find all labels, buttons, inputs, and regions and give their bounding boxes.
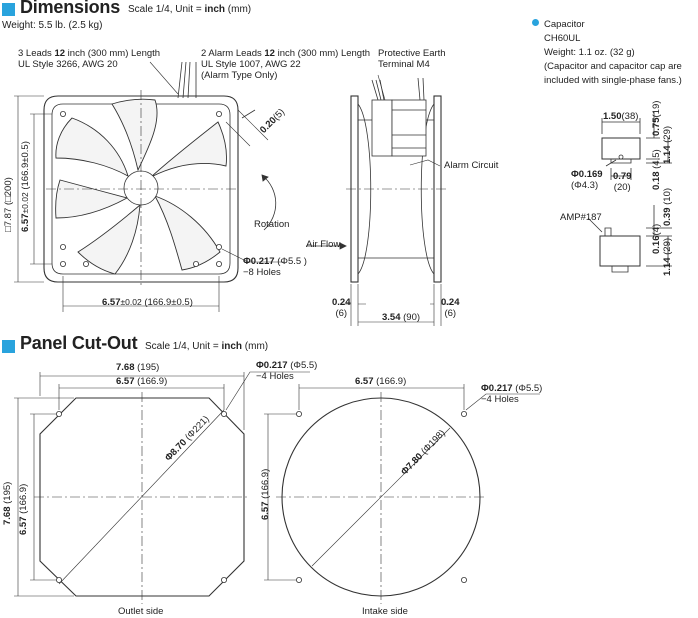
air-flow-label: Air Flow — [306, 239, 341, 250]
capacitor-cap-mid: 0.16(4) — [651, 223, 662, 254]
dimensions-scale-note: Scale 1/4, Unit = inch (mm) — [128, 4, 252, 15]
capacitor-amp-terminal: AMP#187 — [560, 212, 602, 223]
panel-scale-note: Scale 1/4, Unit = inch (mm) — [145, 341, 269, 352]
leads-label: 3 Leads 12 inch (300 mm) Length UL Style… — [18, 48, 161, 70]
panel-cutout-title: Panel Cut-Out — [20, 333, 138, 353]
outlet-outer-width: 7.68 (195) — [116, 362, 160, 373]
intake-height: 6.57 (166.9) — [260, 468, 271, 520]
capacitor-pitch: 0.79(20) — [613, 171, 632, 193]
front-dimension-lines — [14, 61, 284, 312]
side-inner-dimension: 6.57±0.02 (166.9±0.5) — [20, 141, 31, 232]
depth-dimension: 3.54 (90) — [382, 312, 421, 323]
outlet-inner-width: 6.57 (166.9) — [116, 376, 168, 387]
capacitor-tab: 0.18 (4.5) — [651, 149, 662, 190]
outlet-inner-height: 6.57 (166.9) — [18, 483, 29, 535]
fan-front-view — [43, 61, 277, 288]
capacitor-cap-total: 1.14 (29) — [662, 237, 673, 276]
fan-weight: Weight: 5.5 lb. (2.5 kg) — [2, 20, 103, 31]
capacitor-bullet-icon — [532, 19, 539, 26]
capacitor-info: Capacitor CH60UL Weight: 1.1 oz. (32 g) … — [544, 19, 682, 86]
side-dimension-lines — [340, 284, 452, 326]
side-outer-dimension: □7.87 (□200) — [3, 177, 14, 232]
capacitor-width: 1.50(38) — [603, 111, 639, 122]
intake-hole-dimension: Φ0.217 (Φ5.5)−4 Holes — [481, 383, 543, 405]
outlet-outer-height: 7.68 (195) — [2, 481, 13, 525]
outlet-hole-dimension: Φ0.217 (Φ5.5)−4 Holes — [256, 360, 318, 382]
protective-earth-label: Protective Earth Terminal M4 — [378, 48, 446, 70]
section-marker-icon — [2, 340, 15, 353]
capacitor-drawing — [587, 112, 672, 273]
mounting-hole-dimension: Φ0.217 (Φ5.5 )−8 Holes — [243, 256, 307, 278]
fan-side-view — [306, 74, 446, 283]
dimensions-title: Dimensions — [20, 0, 121, 17]
alarm-circuit-label: Alarm Circuit — [444, 160, 499, 171]
intake-caption: Intake side — [362, 606, 408, 617]
intake-width: 6.57 (166.9) — [355, 376, 407, 387]
section-marker-icon — [2, 3, 15, 16]
capacitor-cap-top: 0.39 (10) — [662, 187, 673, 226]
flange-right-dimension: 0.24(6) — [441, 297, 460, 319]
outlet-cutout — [14, 371, 310, 604]
capacitor-hole: Φ0.169(Φ4.3) — [571, 169, 603, 191]
capacitor-top-height: 0.75(19) — [651, 100, 662, 136]
alarm-leads-label: 2 Alarm Leads 12 inch (300 mm) Length UL… — [201, 48, 370, 81]
flange-left-dimension: 0.24(6) — [332, 297, 351, 319]
bottom-inner-dimension: 6.57±0.02 (166.9±0.5) — [102, 297, 193, 308]
rotation-label: Rotation — [254, 219, 290, 230]
outlet-caption: Outlet side — [118, 606, 164, 617]
intake-cutout — [264, 384, 540, 604]
capacitor-total-height: 1.14 (29) — [662, 125, 673, 164]
